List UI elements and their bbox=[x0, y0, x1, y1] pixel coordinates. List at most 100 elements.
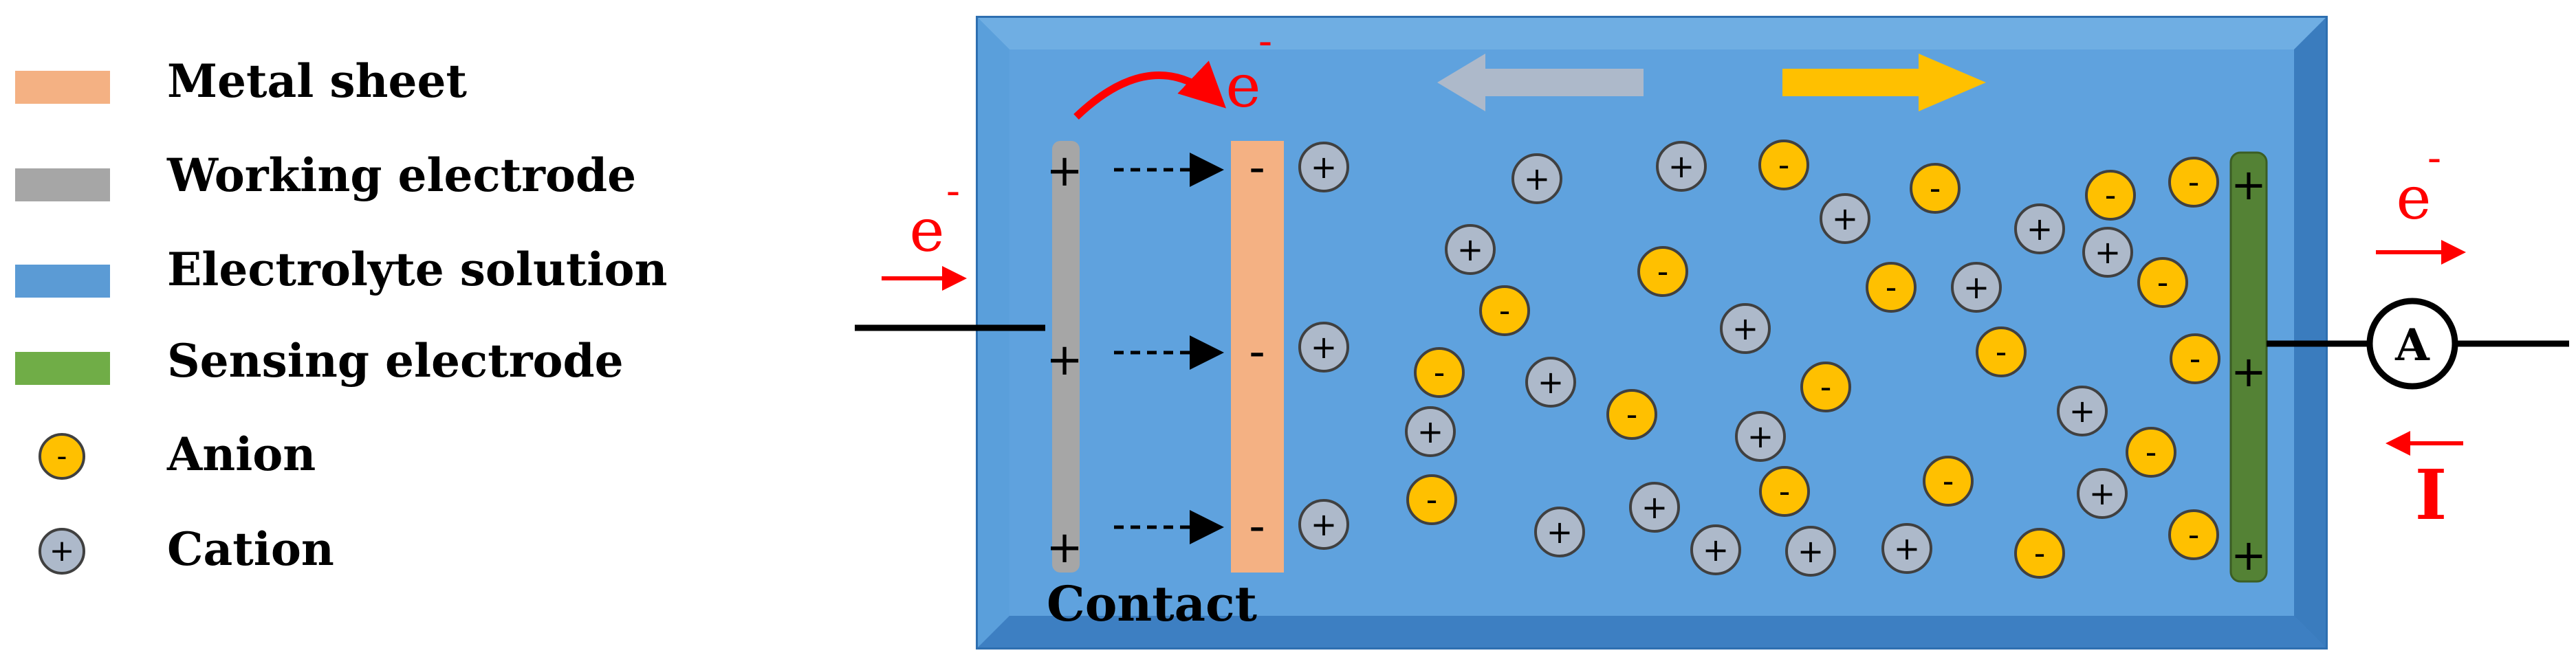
cation-circle bbox=[1298, 142, 1349, 192]
cation-icon: + bbox=[2057, 386, 2108, 436]
cation-symbol: + bbox=[2069, 392, 2096, 430]
cation-icon: + bbox=[1720, 303, 1771, 354]
legend-label: Electrolyte solution bbox=[167, 243, 668, 296]
cation-circle bbox=[1629, 482, 1680, 533]
working-electrode-charge: + bbox=[1046, 522, 1083, 573]
cation-icon: + bbox=[1785, 526, 1836, 577]
cation-circle bbox=[2077, 468, 2128, 519]
working-electrode-swatch bbox=[15, 168, 110, 201]
cation-icon: + bbox=[1445, 224, 1496, 275]
cation-icon: + bbox=[1656, 141, 1707, 192]
cation-circle bbox=[1735, 411, 1786, 462]
anion-symbol: - bbox=[1779, 473, 1791, 510]
anion-icon: - bbox=[2085, 170, 2136, 221]
anion-icon: - bbox=[1923, 456, 1974, 507]
cation-icon-symbol: + bbox=[50, 533, 75, 568]
anion-circle bbox=[1414, 347, 1465, 398]
ions: +++++++++++++++++++++------------------- bbox=[1298, 140, 2220, 579]
legend-item-electrolyte-solution: Electrolyte solution bbox=[15, 243, 668, 298]
cation-circle bbox=[1690, 524, 1741, 575]
anion-circle bbox=[1479, 285, 1530, 336]
cation-icon: + bbox=[1511, 153, 1562, 204]
legend-item-metal-sheet: Metal sheet bbox=[15, 54, 467, 108]
cation-icon: + bbox=[1298, 322, 1349, 373]
metal-sheet-charge: - bbox=[1249, 141, 1265, 194]
cation-symbol: + bbox=[1311, 148, 1338, 186]
cation-symbol: + bbox=[1703, 531, 1729, 568]
tank-bevel-top bbox=[978, 18, 2326, 49]
cation-symbol: + bbox=[1538, 364, 1564, 401]
cation-icon: + bbox=[1298, 499, 1349, 550]
cation-symbol: + bbox=[1524, 160, 1551, 197]
working-electrode-charge: + bbox=[1046, 335, 1083, 386]
anion-symbol: - bbox=[1996, 333, 2007, 370]
tank-bevel-right bbox=[2294, 18, 2326, 647]
anion-circle bbox=[1606, 389, 1657, 440]
anion-circle bbox=[1637, 246, 1688, 297]
legend-label: Anion bbox=[166, 428, 316, 481]
legend-label: Sensing electrode bbox=[167, 334, 624, 388]
sensing-electrode bbox=[2229, 151, 2268, 583]
cation-icon: + bbox=[1534, 507, 1585, 557]
cation-symbol: + bbox=[1457, 231, 1484, 268]
anion-circle bbox=[2137, 257, 2188, 308]
cation-circle bbox=[1820, 193, 1870, 244]
cation-symbol: + bbox=[1547, 513, 1573, 551]
cation-symbol: + bbox=[1732, 310, 1759, 347]
contact-label: Contact bbox=[1047, 575, 1257, 632]
cation-circle bbox=[1298, 322, 1349, 373]
anion-circle bbox=[1406, 474, 1457, 525]
cation-icon: + bbox=[1735, 411, 1786, 462]
anion-icon: - bbox=[2126, 427, 2176, 478]
anion-icon: - bbox=[2168, 509, 2219, 560]
cation-icon: + bbox=[1881, 523, 1932, 574]
anion-icon: - bbox=[2170, 333, 2220, 384]
tank-bevel-bottom bbox=[978, 616, 2326, 647]
electron-transfer-label: e bbox=[1226, 52, 1261, 121]
cation-icon bbox=[39, 528, 85, 575]
anion-icon: - bbox=[2014, 528, 2065, 579]
cation-symbol: + bbox=[1417, 413, 1444, 450]
sensing-electrode-charge: + bbox=[2231, 159, 2267, 210]
working-electrode bbox=[1052, 141, 1080, 573]
anion-icon: - bbox=[1479, 285, 1530, 336]
legend-item-cation: + Cation bbox=[39, 522, 334, 576]
anion-icon: - bbox=[1414, 347, 1465, 398]
anion-symbol: - bbox=[1820, 368, 1832, 406]
anion-circle bbox=[1758, 140, 1809, 190]
cation-icon: + bbox=[2014, 203, 2065, 254]
anion-circle bbox=[1759, 466, 1810, 517]
cation-symbol: + bbox=[1311, 329, 1338, 366]
anion-icon bbox=[39, 433, 85, 480]
cation-icon: + bbox=[1820, 193, 1870, 244]
electron-out-charge: - bbox=[2427, 134, 2441, 182]
right-arrow bbox=[1782, 54, 1986, 111]
cation-circle bbox=[1881, 523, 1932, 574]
legend-item-anion: - Anion bbox=[39, 428, 316, 481]
electrolyte-tank bbox=[976, 16, 2328, 650]
cation-icon: + bbox=[2082, 227, 2133, 278]
anion-symbol: - bbox=[1434, 354, 1445, 391]
cation-symbol: + bbox=[1832, 200, 1859, 237]
cation-symbol: + bbox=[2089, 475, 2116, 512]
cation-symbol: + bbox=[1311, 506, 1338, 543]
sensing-electrode-charge: + bbox=[2231, 530, 2267, 580]
tank-bevel-left bbox=[978, 18, 1009, 647]
cation-circle bbox=[2057, 386, 2108, 436]
ammeter-label: A bbox=[2394, 320, 2430, 371]
cation-symbol: + bbox=[1747, 418, 1774, 455]
anion-circle bbox=[1800, 362, 1851, 412]
anion-symbol: - bbox=[2190, 340, 2201, 377]
electron-in-charge: - bbox=[946, 167, 960, 215]
anion-icon: - bbox=[1910, 163, 1961, 214]
anion-circle bbox=[2126, 427, 2176, 478]
metal-sheet-swatch bbox=[15, 71, 110, 104]
electron-transfer-arrow bbox=[1073, 60, 1226, 120]
cation-circle bbox=[1534, 507, 1585, 557]
cation-symbol: + bbox=[2027, 210, 2053, 247]
anion-symbol: - bbox=[2157, 264, 2169, 301]
anion-icon: - bbox=[2168, 157, 2219, 208]
cation-circle bbox=[1525, 357, 1576, 408]
cation-icon: + bbox=[1298, 142, 1349, 192]
